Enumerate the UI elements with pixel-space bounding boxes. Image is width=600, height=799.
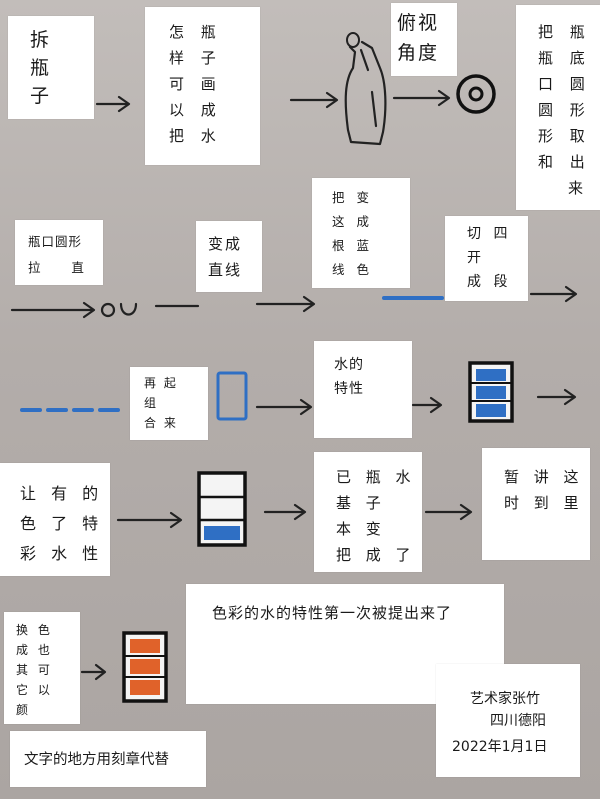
note-text-line: 拆	[30, 29, 52, 51]
note-text-line: 其 可	[16, 663, 53, 677]
note-text-line: 让 有 的	[20, 484, 104, 503]
note-text-line: 瓶 底	[538, 49, 591, 67]
note-text-line: 再 起	[144, 376, 178, 390]
note-text-line: 和 出	[538, 153, 591, 171]
note-turn-line-blue: 把 变 这 成 根 蓝 线 色	[312, 178, 410, 288]
headline-text: 色彩的水的特性第一次被提出来了	[212, 604, 453, 622]
seal-note-text: 文字的地方用刻章代替	[24, 752, 169, 768]
note-become-line: 变成 直线	[196, 221, 262, 292]
note-stretch-circle: 瓶口圆形 拉 直	[15, 220, 103, 285]
note-text-line: 把 水	[169, 127, 222, 145]
note-text-line: 俯视	[397, 12, 440, 34]
note-text-line: 来	[568, 179, 590, 197]
note-artist-signature: 艺术家张竹 四川德阳 2022年1月1日	[436, 664, 580, 777]
note-take-apart-bottle: 拆 瓶 子	[8, 16, 94, 119]
note-text-line: 色 了 特	[20, 514, 104, 533]
note-text-line: 口 圆	[538, 75, 591, 93]
note-text-line: 可 画	[169, 75, 222, 93]
note-text-line: 拉 直	[28, 260, 85, 275]
note-text-line: 成 段	[467, 274, 512, 290]
note-change-color: 换 色 成 也 其 可 它 以 颜	[4, 612, 80, 724]
note-text-line: 彩 水 性	[20, 544, 104, 563]
note-text-line: 以 成	[169, 101, 222, 119]
note-text-line: 这 成	[332, 214, 373, 229]
note-text-line: 基 子	[336, 494, 386, 512]
note-text-line: 把 瓶	[538, 23, 591, 41]
note-text-line: 瓶	[30, 57, 52, 79]
artist-location: 四川德阳	[490, 713, 546, 729]
note-top-view-angle: 俯视 角度	[391, 3, 457, 76]
note-text-line: 换 色	[16, 623, 53, 637]
note-text-line: 把 成 了	[336, 546, 416, 564]
artist-date: 2022年1月1日	[452, 739, 548, 755]
note-text-line: 根 蓝	[332, 238, 373, 253]
note-stop-here: 暂 讲 这 时 到 里	[482, 448, 590, 560]
note-text-line: 已 瓶 水	[336, 468, 416, 486]
note-draw-bottle-as-water: 怎 瓶 样 子 可 画 以 成 把 水	[145, 7, 260, 165]
note-bottle-became-water: 已 瓶 水 基 子 本 变 把 成 了	[314, 452, 422, 572]
note-text-line: 本 变	[336, 520, 386, 538]
note-extract-circles: 把 瓶 瓶 底 口 圆 圆 形 形 取 和 出 来	[516, 5, 600, 210]
note-recombine: 再 起 组 合 来	[130, 367, 208, 440]
note-text-line: 线 色	[332, 262, 373, 277]
note-text-line: 它 以	[16, 683, 53, 697]
artist-name: 艺术家张竹	[470, 691, 540, 707]
note-text-line: 子	[30, 85, 52, 107]
note-colored-water-property: 让 有 的 色 了 特 彩 水 性	[0, 463, 110, 576]
note-text-line: 组	[144, 396, 159, 410]
note-text-line: 合 来	[144, 416, 178, 430]
note-text-line: 直线	[208, 261, 243, 279]
note-text-line: 瓶口圆形	[28, 234, 83, 249]
note-text-line: 角度	[397, 42, 440, 64]
note-text-line: 样 子	[169, 49, 222, 67]
note-seal-replacement: 文字的地方用刻章代替	[10, 731, 206, 787]
note-text-line: 水的	[334, 357, 364, 373]
note-text-line: 特性	[334, 381, 364, 397]
note-text-line: 怎 瓶	[169, 23, 222, 41]
note-text-line: 切 四	[467, 226, 512, 242]
note-text-line: 把 变	[332, 190, 373, 205]
note-text-line: 颜	[16, 703, 32, 717]
note-text-line: 变成	[208, 235, 243, 253]
note-text-line: 时 到 里	[504, 494, 584, 512]
note-text-line: 暂 讲 这	[504, 468, 584, 486]
note-cut-four-segments: 切 四 开 成 段	[445, 216, 528, 301]
note-text-line: 圆 形	[538, 101, 591, 119]
note-text-line: 成 也	[16, 643, 53, 657]
note-text-line: 形 取	[538, 127, 591, 145]
note-water-property: 水的 特性	[314, 341, 412, 438]
note-text-line: 开	[467, 250, 485, 266]
